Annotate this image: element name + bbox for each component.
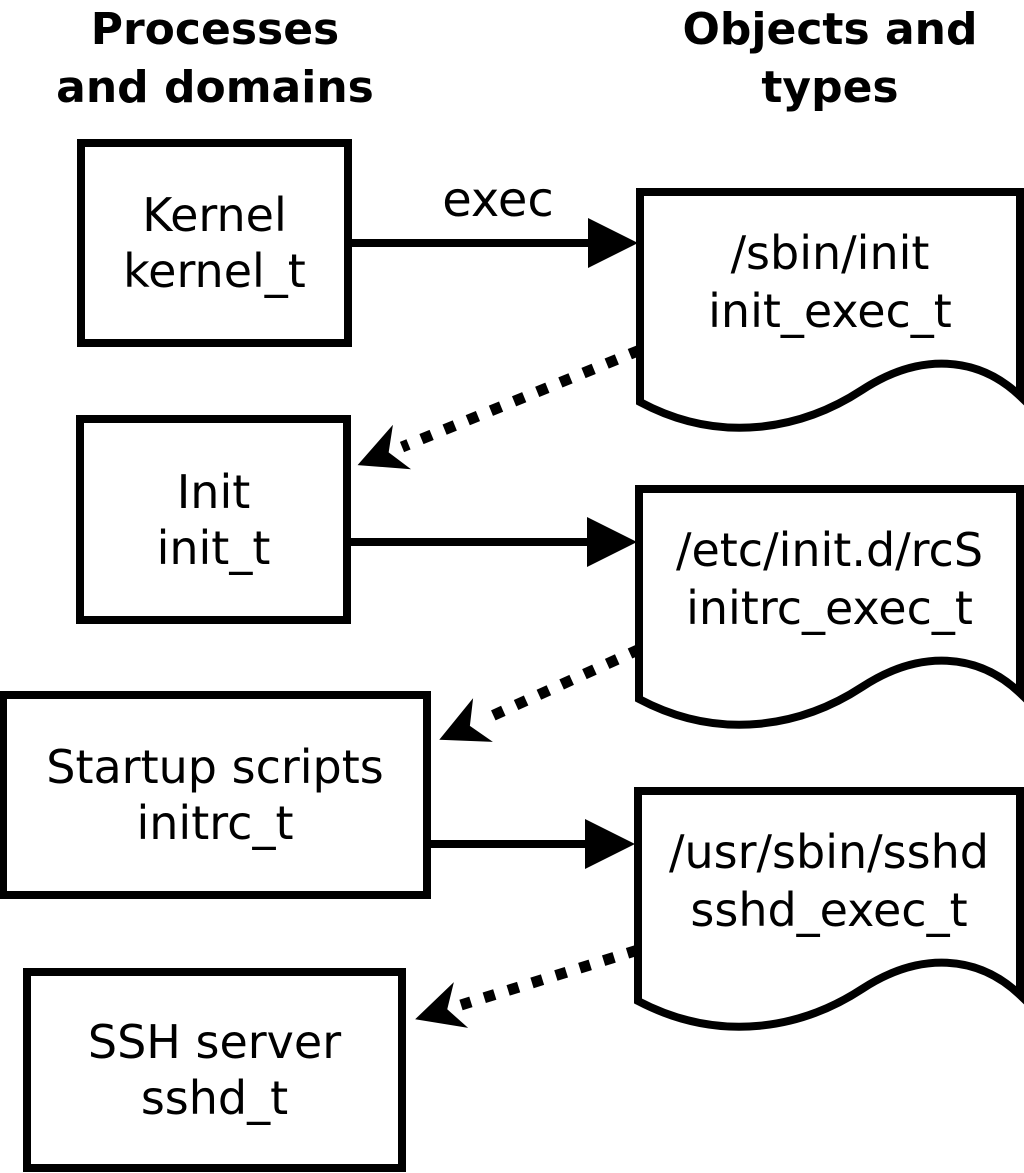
process-label-sshd: SSH server sshd_t [27, 972, 402, 1168]
object-path: /etc/init.d/rcS [675, 523, 984, 577]
process-box-initrc [0, 691, 431, 899]
process-domain-type: initrc_t [136, 796, 294, 850]
process-name: Init [176, 464, 251, 519]
process-domain-type: kernel_t [123, 244, 306, 298]
object-file-type: init_exec_t [708, 284, 952, 338]
process-name: SSH server [87, 1015, 342, 1069]
process-name: Kernel [142, 188, 287, 242]
document-shape-sshd-exec [634, 787, 1024, 1031]
transition-arrow-init-exec-to-init [357, 344, 643, 470]
process-box-init [76, 415, 351, 624]
document-shape-initrc-exec [635, 485, 1024, 729]
process-box-sshd [23, 968, 406, 1172]
object-label-sshd-exec: /usr/sbin/sshd sshd_exec_t [638, 791, 1020, 971]
column-heading-processes: Processes and domains [10, 0, 420, 118]
process-domain-type: sshd_t [140, 1071, 289, 1125]
object-path: /usr/sbin/sshd [669, 825, 989, 879]
exec-arrow-label: exec [442, 172, 554, 228]
column-heading-processes-line2: and domains [56, 62, 374, 113]
transition-arrow-initrc-exec-to-initrc [439, 643, 643, 742]
process-label-initrc: Startup scripts initrc_t [3, 695, 427, 895]
object-file-type: initrc_exec_t [686, 581, 973, 635]
column-heading-objects-line2: types [761, 62, 899, 113]
object-file-type: sshd_exec_t [690, 883, 968, 937]
process-label-init: Init init_t [80, 419, 347, 620]
column-heading-objects-line1: Objects and [682, 4, 978, 55]
document-shape-init-exec [636, 188, 1024, 432]
transition-arrow-sshd-exec-to-sshd [415, 944, 640, 1028]
process-box-kernel [77, 139, 352, 347]
object-label-initrc-exec: /etc/init.d/rcS initrc_exec_t [639, 489, 1020, 669]
object-path: /sbin/init [730, 226, 930, 280]
process-name: Startup scripts [46, 740, 384, 794]
column-heading-processes-line1: Processes [90, 4, 340, 55]
process-domain-type: init_t [156, 520, 271, 575]
object-label-init-exec: /sbin/init init_exec_t [640, 192, 1020, 372]
process-label-kernel: Kernel kernel_t [81, 143, 348, 343]
column-heading-objects: Objects and types [620, 0, 1024, 118]
